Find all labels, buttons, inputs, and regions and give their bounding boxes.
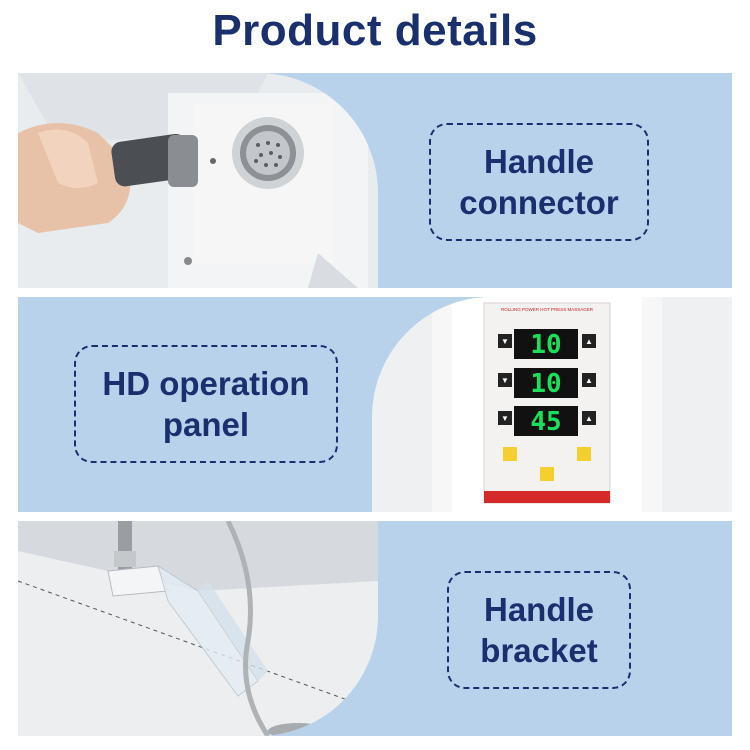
handle-bracket-image — [18, 521, 378, 736]
section-label-line2: bracket — [480, 632, 598, 669]
page-title: Product details — [212, 6, 538, 55]
section-handle-bracket: Handle bracket — [18, 521, 732, 736]
handle-connector-photo — [18, 73, 378, 288]
section-label: HD operation panel — [74, 345, 338, 463]
section-label: Handle connector — [429, 123, 649, 241]
display-readout: 45 — [530, 407, 561, 437]
section-label-line1: Handle — [483, 591, 595, 628]
display-readout: 10 — [530, 369, 561, 399]
section-handle-connector: Handle connector — [18, 73, 732, 288]
up-arrow-icon[interactable]: ▲ — [585, 414, 593, 423]
section-label: Handle bracket — [447, 571, 631, 689]
operation-panel-image: ▼ ▲ ▼ ▲ ▼ ▲ ROLLING POWER HOT PRESS MASS… — [372, 297, 732, 512]
down-arrow-icon[interactable]: ▼ — [501, 376, 509, 385]
section-label-line1: Handle — [483, 143, 595, 180]
down-arrow-icon[interactable]: ▼ — [501, 337, 509, 346]
handle-connector-image — [18, 73, 378, 288]
operation-panel-photo: ▼ ▲ ▼ ▲ ▼ ▲ ROLLING POWER HOT PRESS MASS… — [372, 297, 732, 512]
panel-header-text: ROLLING POWER HOT PRESS MASSAGER — [501, 307, 594, 312]
section-operation-panel: HD operation panel ▼ ▲ ▼ — [18, 297, 732, 512]
section-label-line2: connector — [459, 184, 619, 221]
up-arrow-icon[interactable]: ▲ — [585, 337, 593, 346]
up-arrow-icon[interactable]: ▲ — [585, 376, 593, 385]
down-arrow-icon[interactable]: ▼ — [501, 414, 509, 423]
section-label-line2: panel — [162, 406, 250, 443]
handle-bracket-photo — [18, 521, 378, 736]
display-readout: 10 — [530, 330, 561, 360]
section-label-line1: HD operation — [102, 365, 310, 402]
